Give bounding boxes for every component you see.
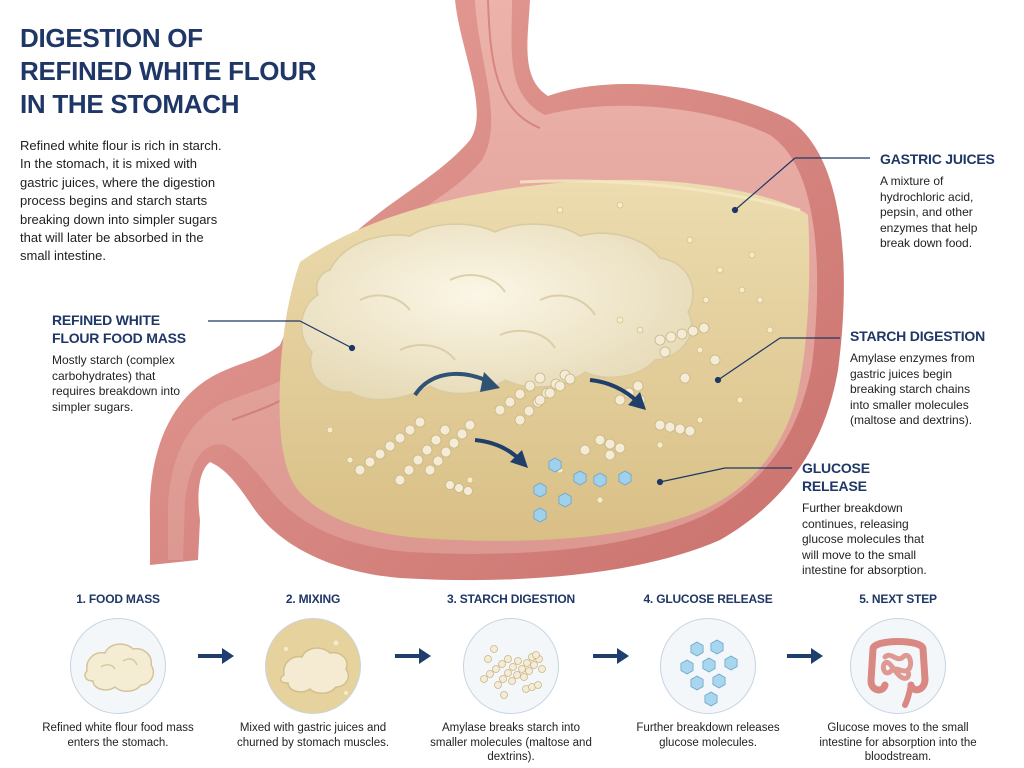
label-flour-mass: REFINED WHITE FLOUR FOOD MASS Mostly sta…	[52, 311, 202, 415]
intro-text: Refined white flour is rich in starch. I…	[20, 138, 222, 264]
label-glucose-body: Further breakdown continues, releasing g…	[802, 501, 927, 577]
juice-bubbles	[326, 201, 774, 504]
step-starch-digestion: 3. STARCH DIGESTION Amylase breaks starc…	[426, 590, 596, 765]
step-mixing: 2. MIXING Mixed with gastric juices and …	[228, 590, 398, 750]
label-flour-title: REFINED WHITE FLOUR FOOD MASS	[52, 312, 186, 346]
step-5-desc: Glucose moves to the small intestine for…	[819, 722, 977, 763]
label-starch-digestion: STARCH DIGESTION Amylase enzymes from ga…	[850, 327, 985, 429]
page-title: DIGESTION OF REFINED WHITE FLOUR IN THE …	[20, 22, 340, 121]
step-4-title: 4. GLUCOSE RELEASE	[643, 592, 773, 606]
step-next-step: 5. NEXT STEP Glucose moves to the small …	[813, 590, 983, 765]
step-2-image	[265, 618, 361, 714]
flour-food-mass	[300, 223, 694, 401]
step-arrow-3	[593, 648, 629, 664]
label-gastric-title: GASTRIC JUICES	[880, 151, 995, 167]
title-line-3: IN THE STOMACH	[20, 89, 240, 119]
label-glucose-release: GLUCOSE RELEASE Further breakdown contin…	[802, 459, 937, 579]
step-1-desc: Refined white flour food mass enters the…	[42, 722, 194, 749]
title-line-1: DIGESTION OF	[20, 23, 203, 53]
step-5-title: 5. NEXT STEP	[859, 592, 937, 606]
step-2-desc: Mixed with gastric juices and churned by…	[236, 722, 390, 749]
step-2-title: 2. MIXING	[285, 592, 341, 606]
step-arrow-2	[395, 648, 431, 664]
step-food-mass: 1. FOOD MASS Refined white flour food ma…	[33, 590, 203, 750]
flow-arrow-1	[413, 371, 491, 397]
title-line-2: REFINED WHITE FLOUR	[20, 56, 317, 86]
step-3-title: 3. STARCH DIGESTION	[447, 592, 575, 606]
label-starch-title: STARCH DIGESTION	[850, 328, 985, 344]
label-glucose-title: GLUCOSE RELEASE	[802, 460, 870, 494]
step-4-desc: Further breakdown releases glucose molec…	[636, 722, 780, 749]
step-4-image	[660, 618, 756, 714]
stomach-illustration	[149, 0, 870, 581]
label-gastric-juices: GASTRIC JUICES A mixture of hydrochloric…	[880, 150, 1010, 252]
glucose-molecules	[533, 457, 632, 523]
step-arrow-1	[198, 648, 234, 664]
step-arrow-4	[787, 648, 823, 664]
label-starch-body: Amylase enzymes from gastric juices begi…	[850, 351, 975, 427]
label-flour-body: Mostly starch (complex carbohydrates) th…	[52, 353, 181, 414]
label-gastric-body: A mixture of hydrochloric acid, pepsin, …	[880, 174, 978, 250]
step-5-image	[850, 618, 946, 714]
step-glucose-release: 4. GLUCOSE RELEASE Further breakdown rel…	[623, 590, 793, 750]
step-1-image	[70, 618, 166, 714]
step-1-title: 1. FOOD MASS	[76, 592, 160, 606]
step-3-image	[463, 618, 559, 714]
starch-chains	[354, 322, 721, 496]
step-3-desc: Amylase breaks starch into smaller molec…	[430, 722, 592, 763]
intestine-icon	[867, 638, 929, 694]
